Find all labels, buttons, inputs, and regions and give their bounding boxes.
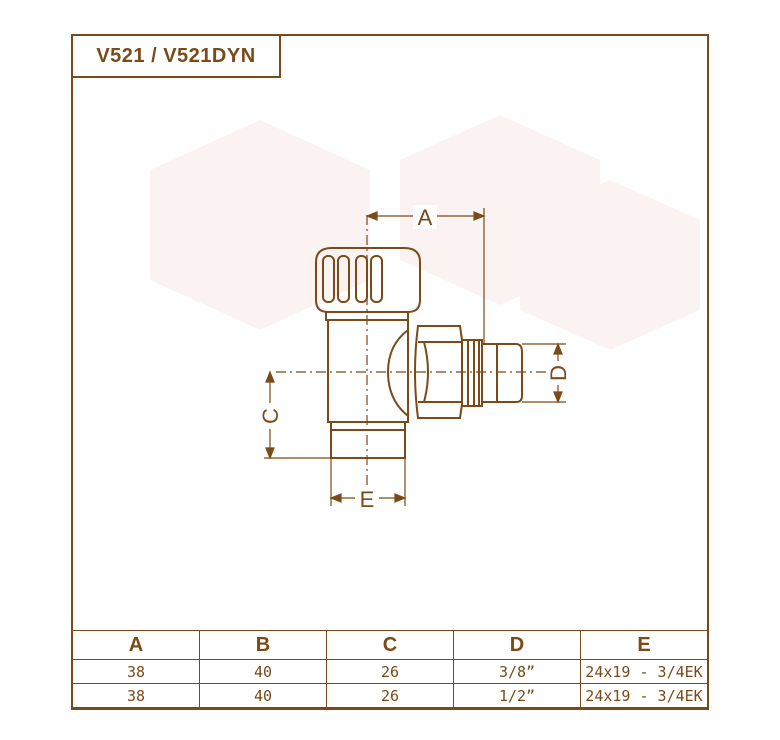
- center-lines: [276, 215, 560, 510]
- watermark-shapes: [150, 115, 700, 350]
- table-row: 38 40 26 1/2” 24x19 - 3/4EK: [72, 683, 708, 708]
- cell-e: 24x19 - 3/4EK: [580, 659, 708, 684]
- cell-c: 26: [326, 683, 454, 708]
- column-header-a: A: [72, 630, 200, 660]
- cell-d: 3/8”: [453, 659, 581, 684]
- cell-b: 40: [199, 659, 327, 684]
- dimension-label-e: E: [360, 487, 375, 512]
- column-header-c: C: [326, 630, 454, 660]
- cell-a: 38: [72, 659, 200, 684]
- table-row: 38 40 26 3/8” 24x19 - 3/4EK: [72, 659, 708, 684]
- drawing-frame: [71, 34, 709, 710]
- column-header-d: D: [453, 630, 581, 660]
- cell-a: 38: [72, 683, 200, 708]
- dimension-lines: [264, 208, 566, 506]
- dimension-label-a: A: [418, 205, 433, 230]
- valve-body: [315, 247, 523, 459]
- dimension-label-d: D: [546, 365, 571, 381]
- cell-e: 24x19 - 3/4EK: [580, 683, 708, 708]
- cell-c: 26: [326, 659, 454, 684]
- table-header-row: A B C D E: [72, 630, 708, 660]
- dimensions-table: A B C D E 38 40 26 3/8” 24x19 - 3/4EK 38…: [72, 630, 708, 708]
- column-header-e: E: [580, 630, 708, 660]
- column-header-b: B: [199, 630, 327, 660]
- model-title: V521 / V521DYN: [71, 34, 281, 78]
- dimension-label-c: C: [258, 408, 283, 424]
- cell-b: 40: [199, 683, 327, 708]
- cell-d: 1/2”: [453, 683, 581, 708]
